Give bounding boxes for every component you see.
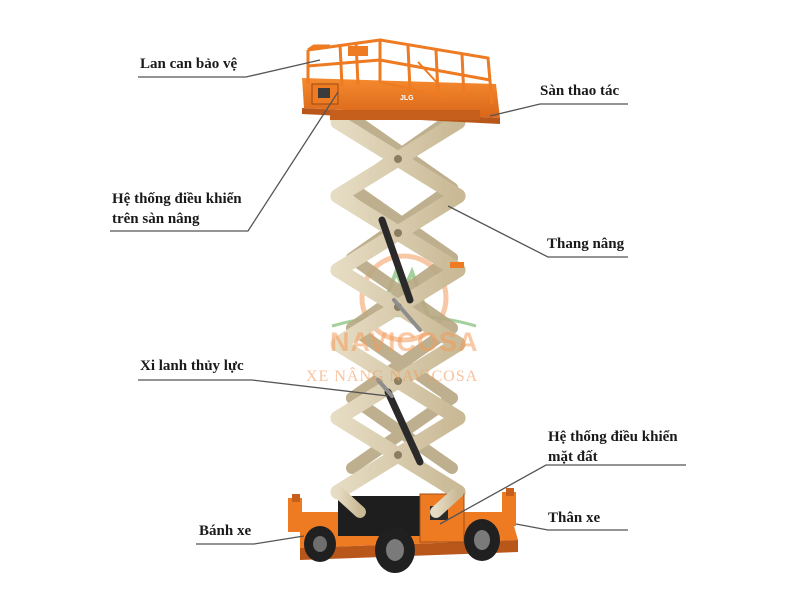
leader-scissor-arms (447, 205, 628, 258)
label-guardrail: Lan can bảo vệ (140, 56, 238, 72)
label-platform-controls-line1: Hệ thống điều khiển (112, 191, 242, 207)
wheel-front-left (375, 527, 415, 573)
leader-platform (489, 103, 628, 117)
leader-platform-controls (110, 91, 339, 232)
work-platform: JLG JLG (302, 56, 500, 124)
svg-text:JLG: JLG (400, 95, 414, 102)
leader-wheels (196, 535, 305, 545)
label-platform-controls-line2: trên sàn nâng (112, 211, 200, 227)
scissor-arms (330, 112, 466, 500)
wheels (304, 519, 500, 573)
watermark-subtitle: XE NÂNG NAVICOSA (306, 368, 479, 385)
hydraulic-cylinders (376, 216, 424, 466)
label-hydraulic-cylinder: Xi lanh thủy lực (140, 358, 244, 374)
wheel-rear-left (304, 526, 336, 562)
leader-ground-controls (439, 464, 686, 525)
label-chassis: Thân xe (548, 510, 601, 526)
leader-chassis (515, 523, 628, 531)
platform-sign (348, 46, 368, 56)
leader-guardrail (138, 59, 321, 78)
label-platform: Sàn thao tác (540, 83, 620, 99)
label-ground-controls-line2: mặt đất (548, 449, 598, 465)
guardrail (306, 38, 494, 105)
label-scissor-arms: Thang nâng (547, 236, 625, 252)
leader-hydraulic-cylinder (138, 379, 389, 397)
label-ground-controls-line1: Hệ thống điều khiển (548, 429, 678, 445)
wheel-front-right (464, 519, 500, 561)
watermark-brand: NAVICOSA (330, 327, 479, 357)
label-wheels: Bánh xe (199, 523, 252, 539)
leader-lines (110, 59, 686, 545)
